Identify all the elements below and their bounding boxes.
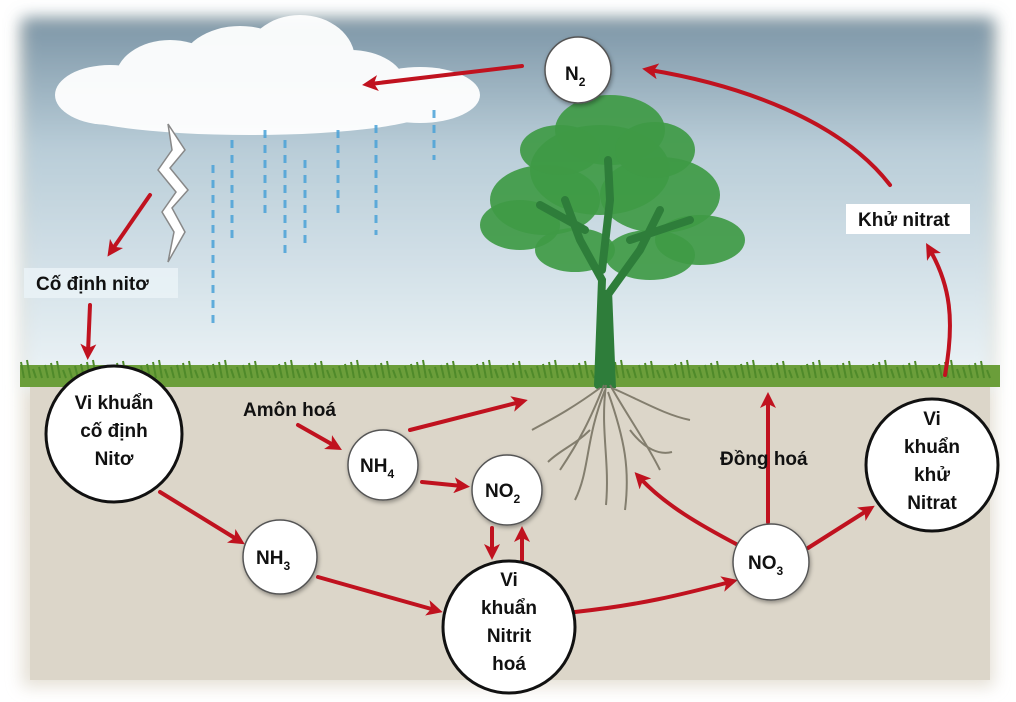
arrow-bacteria-to-nh3 bbox=[158, 490, 245, 545]
molecule-labels: N2 NH4 NO2 NH3 NO3 bbox=[256, 64, 784, 578]
node-fixing-bacteria bbox=[44, 364, 184, 504]
nitrifying-line-2: khuẩn bbox=[481, 598, 537, 619]
svg-text:NH3: NH3 bbox=[256, 548, 290, 573]
svg-text:N2: N2 bbox=[565, 64, 586, 89]
nh3-base: NH bbox=[256, 548, 283, 569]
no3-base: NO bbox=[748, 553, 777, 574]
svg-text:NO3: NO3 bbox=[748, 553, 784, 578]
nitrifying-line-3: Nitrit bbox=[487, 626, 532, 647]
node-denitrifying-bacteria bbox=[864, 397, 1000, 533]
label-ammonification: Amôn hoá bbox=[243, 400, 336, 421]
svg-text:NO2: NO2 bbox=[485, 481, 521, 506]
denitrifying-line-1: Vi bbox=[923, 409, 941, 430]
molecule-nodes bbox=[242, 36, 810, 601]
arrow-fixation-to-bacteria bbox=[80, 303, 97, 360]
rain-icon bbox=[211, 110, 436, 330]
no2-sub: 2 bbox=[514, 492, 521, 506]
nh4-base: NH bbox=[360, 456, 387, 477]
no2-base: NO bbox=[485, 481, 514, 502]
nitrifying-line-4: hoá bbox=[492, 654, 526, 675]
fixing-line-1: Vi khuẩn bbox=[75, 393, 154, 414]
lightning-icon bbox=[157, 123, 189, 263]
arrow-denitrification-to-n2 bbox=[642, 63, 892, 187]
bacteria-labels: Vi khuẩn cố định Nitơ Vi khuẩn Nitrit ho… bbox=[75, 393, 960, 675]
arrow-nh4-to-no2 bbox=[420, 477, 470, 494]
tree-icon bbox=[480, 95, 745, 511]
fixing-line-3: Nitơ bbox=[95, 449, 134, 470]
arrow-ammonification-to-nh4 bbox=[296, 423, 342, 450]
arrow-nitrite-bacteria-to-no3 bbox=[573, 576, 738, 614]
label-fixation: Cố định nitơ bbox=[36, 274, 149, 295]
grass-strip bbox=[20, 359, 1000, 387]
arrow-n2-to-cloud bbox=[362, 64, 524, 92]
fixing-line-2: cố định bbox=[80, 421, 148, 442]
bacteria-nodes bbox=[44, 364, 1000, 695]
roots bbox=[531, 384, 691, 511]
denitrifying-line-3: khử bbox=[914, 465, 950, 486]
svg-text:NH4: NH4 bbox=[360, 456, 394, 481]
label-denitrification: Khử nitrat bbox=[858, 210, 951, 231]
n2-sub: 2 bbox=[579, 75, 586, 89]
arrow-nh4-to-plant bbox=[408, 396, 528, 432]
arrows bbox=[80, 63, 952, 616]
node-no2 bbox=[471, 454, 543, 526]
n2-base: N bbox=[565, 64, 579, 85]
node-n2 bbox=[544, 36, 612, 104]
arrow-no3-to-roots bbox=[634, 472, 740, 547]
nitrifying-line-1: Vi bbox=[500, 570, 518, 591]
node-no3 bbox=[732, 523, 810, 601]
node-nh3 bbox=[242, 519, 318, 595]
label-assimilation: Đồng hoá bbox=[720, 449, 808, 470]
node-nh4 bbox=[347, 429, 419, 501]
arrow-no3-to-denitrifying bbox=[806, 505, 875, 550]
arrow-denitrifying-to-label bbox=[926, 243, 952, 377]
no3-sub: 3 bbox=[777, 564, 784, 578]
cloud-icon bbox=[55, 15, 480, 135]
process-labels: Cố định nitơ Amôn hoá Đồng hoá Khử nitra… bbox=[24, 204, 970, 470]
denitrifying-line-4: Nitrat bbox=[907, 493, 957, 514]
denitrifying-line-2: khuẩn bbox=[904, 437, 960, 458]
arrow-nh3-to-nitrite-bacteria bbox=[316, 575, 443, 616]
node-nitrifying-bacteria bbox=[441, 559, 577, 695]
arrow-lightning-to-fixation bbox=[107, 193, 152, 257]
nh4-sub: 4 bbox=[387, 467, 394, 481]
nh3-sub: 3 bbox=[283, 559, 290, 573]
